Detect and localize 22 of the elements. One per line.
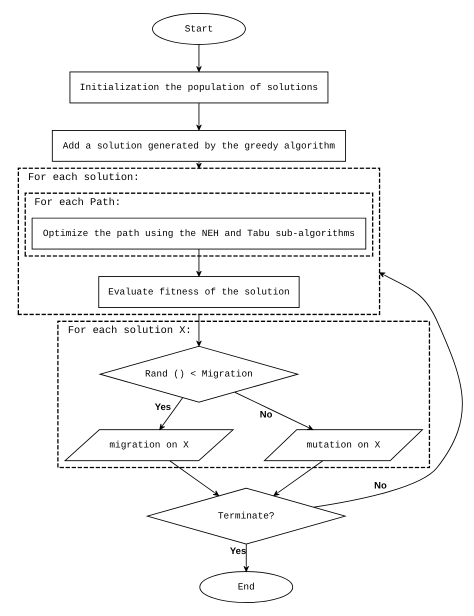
- node-ellipse: End: [199, 571, 294, 603]
- edge-label: No: [374, 480, 387, 492]
- arrow: [234, 392, 314, 430]
- arrow: [196, 44, 202, 72]
- edge-label: Yes: [154, 402, 172, 414]
- node-box: Evaluate fitness of the solution: [98, 276, 300, 308]
- arrow: [196, 102, 202, 130]
- node-diamond: Rand () < Migration: [98, 346, 300, 403]
- arrow: [159, 397, 184, 430]
- node-diamond: Terminate?: [146, 488, 347, 545]
- arrow: [273, 460, 324, 496]
- edge-label: No: [260, 410, 272, 421]
- node-ellipse: Start: [152, 13, 246, 45]
- node-box: Optimize the path using the NEH and Tabu sub-algorithms: [32, 218, 366, 250]
- node-box: Initialization the population of solutions: [70, 72, 328, 104]
- edge-label: Yes: [230, 546, 246, 558]
- arrow: [313, 272, 463, 508]
- arrow: [196, 248, 202, 277]
- arrow: [196, 161, 202, 169]
- arrow: [244, 544, 249, 572]
- arrow: [196, 314, 202, 346]
- node-box: Add a solution generated by the greedy algorithm: [52, 130, 346, 162]
